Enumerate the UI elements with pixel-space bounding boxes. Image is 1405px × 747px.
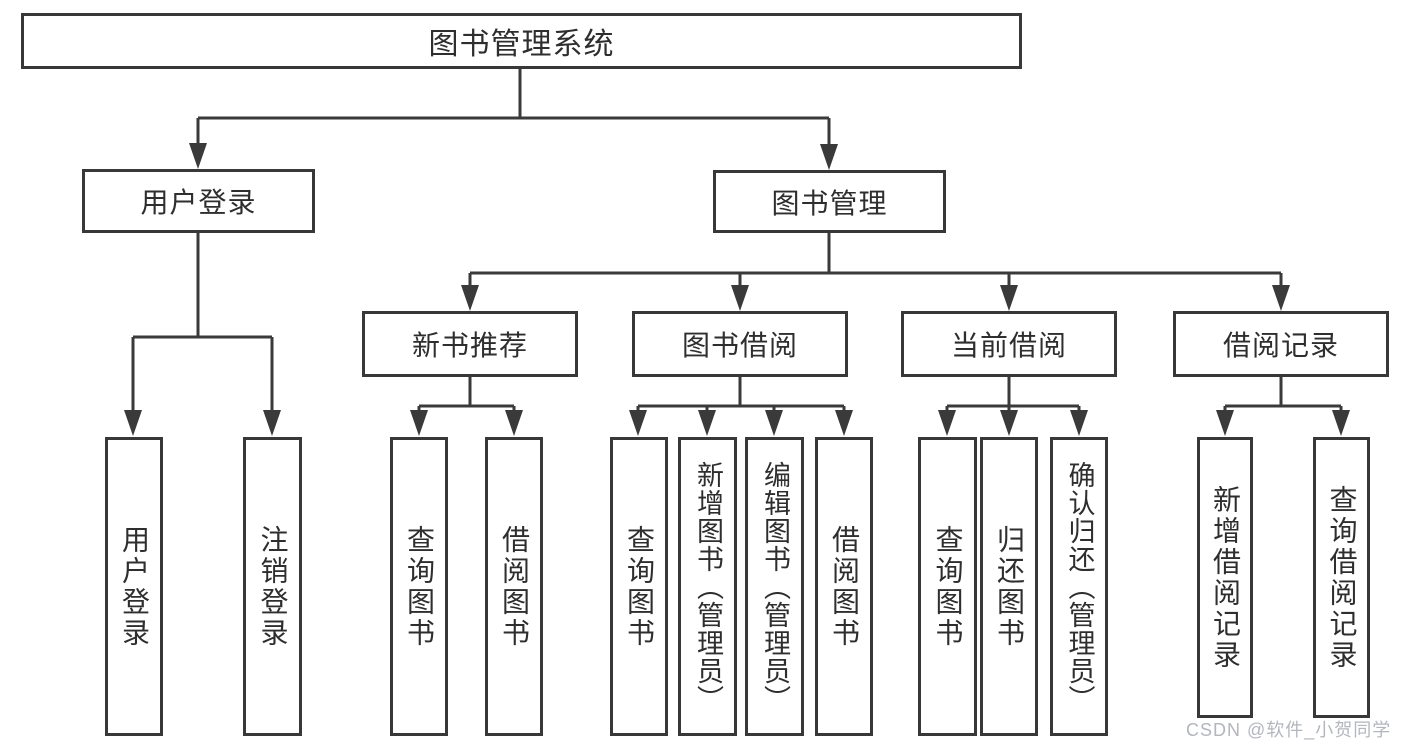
- arrowhead: [698, 410, 716, 436]
- node-root-library-system: 图书管理系统: [21, 13, 1022, 69]
- leaf-query-borrow-record: 查询借阅记录: [1313, 437, 1370, 718]
- arrowhead: [124, 410, 142, 436]
- arrowhead: [1272, 285, 1290, 311]
- arrowhead: [765, 410, 783, 436]
- leaf-logout: 注销登录: [243, 437, 302, 736]
- leaf-user-login: 用户登录: [105, 437, 163, 736]
- leaf-query-books-3: 查询图书: [918, 437, 977, 736]
- node-current-borrowing: 当前借阅: [901, 311, 1117, 377]
- leaf-borrow-books-2: 借阅图书: [815, 437, 873, 736]
- arrowhead: [461, 285, 479, 311]
- arrowhead: [189, 143, 207, 169]
- arrowhead: [835, 410, 853, 436]
- arrowhead: [505, 410, 523, 436]
- leaf-query-books-2: 查询图书: [610, 437, 668, 736]
- arrowhead: [938, 410, 956, 436]
- arrowhead: [1332, 410, 1350, 436]
- leaf-add-borrow-record: 新增借阅记录: [1197, 437, 1253, 718]
- node-user-login: 用户登录: [82, 169, 315, 233]
- node-borrowing-records: 借阅记录: [1173, 311, 1389, 377]
- connector-borrowrecord-to-leaves: [1223, 377, 1343, 416]
- leaf-confirm-return-admin: 确认归还（管理员）: [1050, 437, 1108, 736]
- arrowhead: [820, 144, 838, 170]
- arrowhead: [1000, 410, 1018, 436]
- connector-bookmgmt-to-level3: [468, 233, 1283, 291]
- leaf-add-books-admin: 新增图书（管理员）: [678, 437, 737, 736]
- arrowhead: [410, 410, 428, 436]
- leaf-edit-books-admin: 编辑图书（管理员）: [745, 437, 804, 736]
- arrowhead: [1070, 410, 1088, 436]
- leaf-return-books: 归还图书: [980, 437, 1038, 736]
- csdn-watermark: CSDN @软件_小贺同学: [1186, 720, 1392, 740]
- arrowhead: [1216, 410, 1234, 436]
- connector-newbookrec-to-leaves: [417, 377, 516, 416]
- connector-userlogin-to-leaves: [131, 233, 274, 415]
- node-book-borrowing: 图书借阅: [632, 311, 848, 377]
- connector-root-to-level2: [196, 69, 831, 150]
- leaf-borrow-books-1: 借阅图书: [485, 437, 543, 736]
- connector-bookborrow-to-leaves: [636, 377, 846, 416]
- arrowhead: [629, 410, 647, 436]
- leaf-query-books-1: 查询图书: [390, 437, 448, 736]
- node-book-management: 图书管理: [713, 170, 946, 233]
- arrowhead: [1000, 285, 1018, 311]
- node-new-book-recommend: 新书推荐: [362, 311, 578, 377]
- arrowhead: [731, 285, 749, 311]
- arrowhead: [263, 410, 281, 436]
